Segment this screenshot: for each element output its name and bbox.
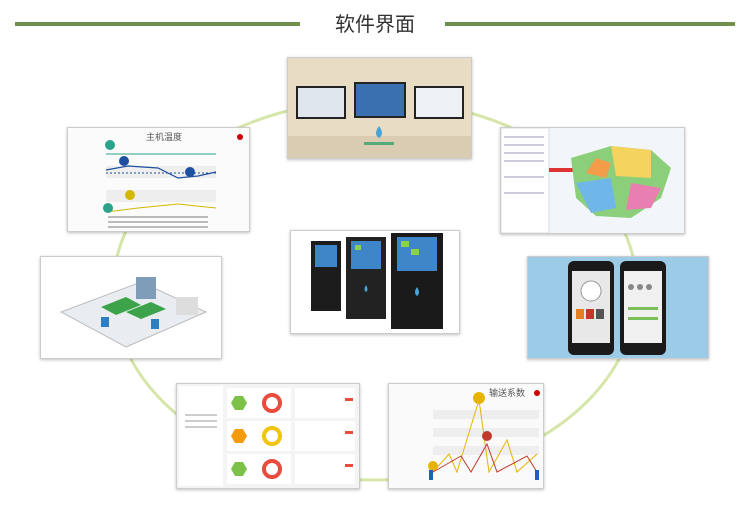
- temperature-chart-title: 主机温度: [146, 131, 182, 143]
- showroom-image: [288, 58, 471, 158]
- panel-mobile[interactable]: [527, 256, 709, 359]
- conveyor-chart-title: 输送系数: [489, 387, 525, 399]
- map-image: [501, 128, 684, 233]
- title-rule-left: [15, 22, 300, 26]
- panel-plant-3d[interactable]: [40, 256, 222, 359]
- panel-showroom[interactable]: [287, 57, 472, 159]
- panel-conveyor-chart[interactable]: 输送系数: [388, 383, 544, 489]
- panel-cabinets[interactable]: [290, 230, 460, 334]
- close-icon[interactable]: [534, 390, 540, 396]
- panel-temperature-chart[interactable]: 主机温度: [67, 127, 250, 232]
- mobile-image: [528, 257, 708, 358]
- title-rule-right: [445, 22, 735, 26]
- close-icon[interactable]: [237, 134, 243, 140]
- page-title: 软件界面: [335, 12, 415, 36]
- panel-dashboard[interactable]: [176, 383, 360, 489]
- panel-map[interactable]: [500, 127, 685, 234]
